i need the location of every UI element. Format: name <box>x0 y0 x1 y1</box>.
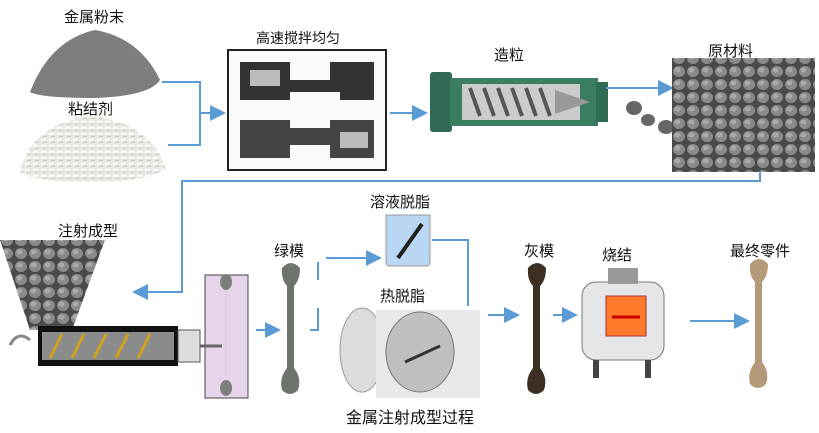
label-metal-powder: 金属粉末 <box>64 8 125 26</box>
label-green-part: 绿模 <box>274 242 305 260</box>
label-brown-part: 灰模 <box>524 242 555 260</box>
label-final-part: 最终零件 <box>730 242 791 260</box>
final-part-image <box>749 259 768 388</box>
label-solvent-debinding: 溶液脱脂 <box>370 193 431 211</box>
label-feedstock: 原材料 <box>708 42 754 60</box>
brown-part-image <box>527 263 546 394</box>
label-sintering: 烧结 <box>602 246 633 264</box>
arrow-to-injection <box>132 172 761 300</box>
green-part-image <box>281 263 300 394</box>
label-thermal-debinding: 热脱脂 <box>380 287 426 305</box>
label-injection-molding: 注射成型 <box>58 222 119 240</box>
beaker-image <box>385 214 431 267</box>
arrow-to-mixing <box>162 81 226 146</box>
pellets <box>626 101 674 134</box>
diagram-caption: 金属注射成型过程 <box>346 408 475 427</box>
thermal-debinding-furnace-image <box>339 307 480 398</box>
granulator-image <box>430 72 608 132</box>
label-binder: 粘结剂 <box>68 100 114 118</box>
injection-machine-image <box>0 240 249 399</box>
mixer-image <box>227 49 387 171</box>
debinding-branch-arrows <box>310 239 520 331</box>
metal-powder-image <box>30 30 160 98</box>
sintering-furnace-image <box>581 268 665 378</box>
label-mixing: 高速搅拌均匀 <box>256 31 340 47</box>
label-granulation: 造粒 <box>494 46 525 64</box>
feedstock-image <box>672 58 815 172</box>
binder-image <box>20 116 166 182</box>
